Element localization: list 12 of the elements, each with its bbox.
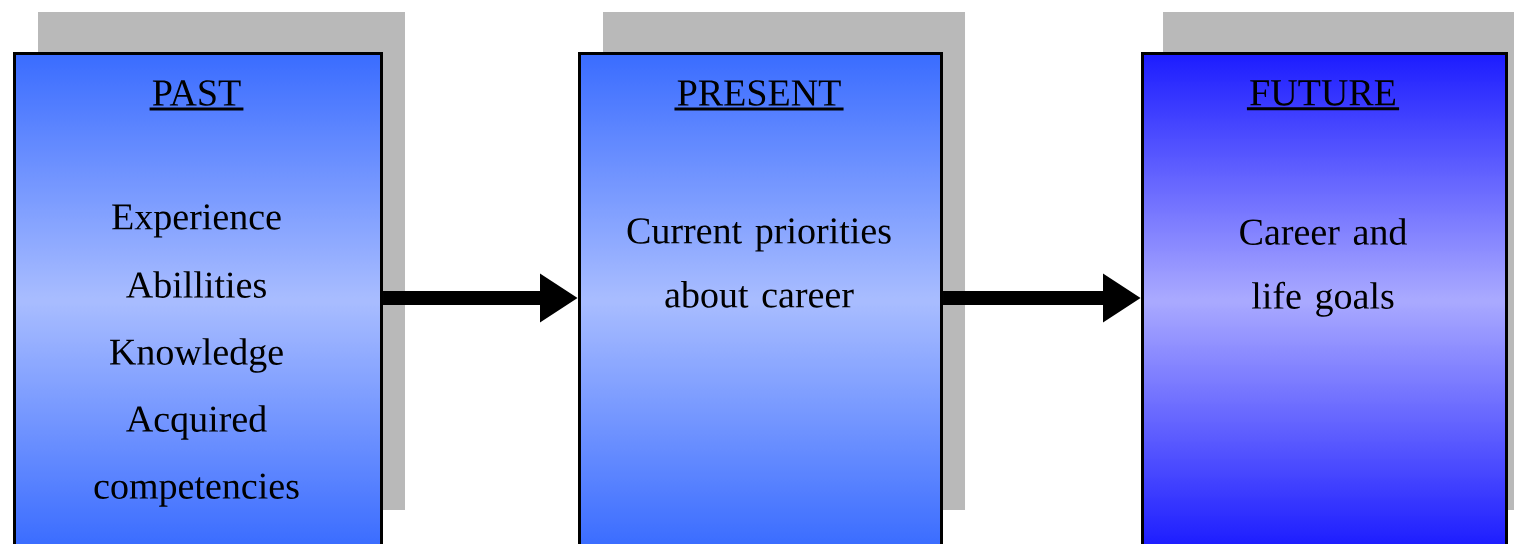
stage-box [578, 52, 943, 544]
stage-text: Abillities [126, 271, 266, 298]
heading: FUTURE [1250, 80, 1395, 106]
stage-box [13, 52, 383, 544]
stage-text: Career and life goals [1240, 218, 1407, 317]
heading: PAST [152, 80, 241, 106]
stage-text: Knowledge [110, 338, 283, 373]
stage-text: Experience [112, 204, 281, 238]
heading: PRESENT [677, 80, 841, 106]
stage-text: Acquired competencies [94, 405, 299, 507]
stage-box [1141, 52, 1508, 544]
stage-text: Current priorities about career [627, 218, 891, 308]
